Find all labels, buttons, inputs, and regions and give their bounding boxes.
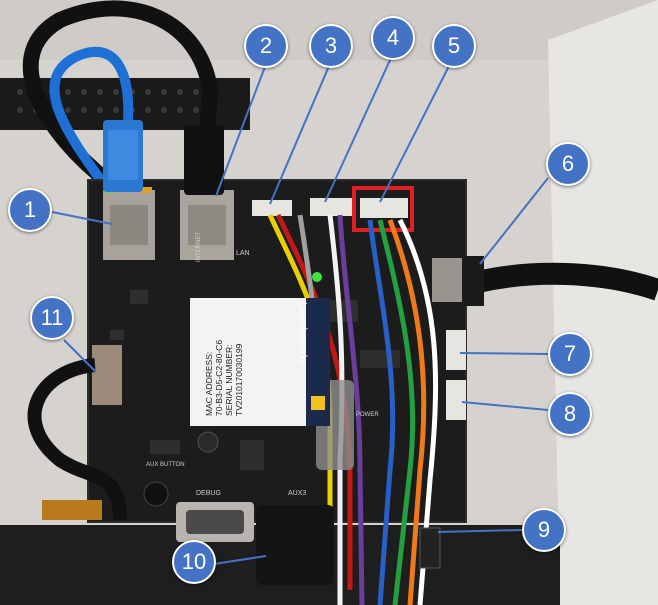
callout-4: 4 <box>371 16 415 60</box>
callout-3: 3 <box>309 24 353 68</box>
brand-name: Laundroworks <box>297 302 308 365</box>
serial-number-label: SERIAL NUMBER: <box>224 344 234 416</box>
debug-silkscreen: DEBUG <box>196 490 221 497</box>
callout-5: 5 <box>432 24 476 68</box>
aux3-silkscreen: AUX3 <box>288 490 307 497</box>
aux-button-silkscreen: AUX BUTTON <box>146 462 185 468</box>
callout-11: 11 <box>30 296 74 340</box>
internet-silkscreen: INTERNET <box>196 232 202 262</box>
lan-silkscreen: LAN <box>236 250 250 257</box>
callout-8: 8 <box>548 392 592 436</box>
mac-address-value: 70-B3-D5-C2-80-C6 <box>214 339 224 416</box>
module-label: MAC ADDRESS: 70-B3-D5-C2-80-C6 SERIAL NU… <box>190 298 330 426</box>
callout-7: 7 <box>548 332 592 376</box>
callout-1: 1 <box>8 188 52 232</box>
power-silkscreen: POWER <box>356 412 379 418</box>
serial-number-value: TV2010170030199 <box>234 343 244 416</box>
callout-6: 6 <box>546 142 590 186</box>
callout-10: 10 <box>172 540 216 584</box>
callout-9: 9 <box>522 508 566 552</box>
mac-address-label: MAC ADDRESS: <box>204 351 214 416</box>
callout-2: 2 <box>244 24 288 68</box>
